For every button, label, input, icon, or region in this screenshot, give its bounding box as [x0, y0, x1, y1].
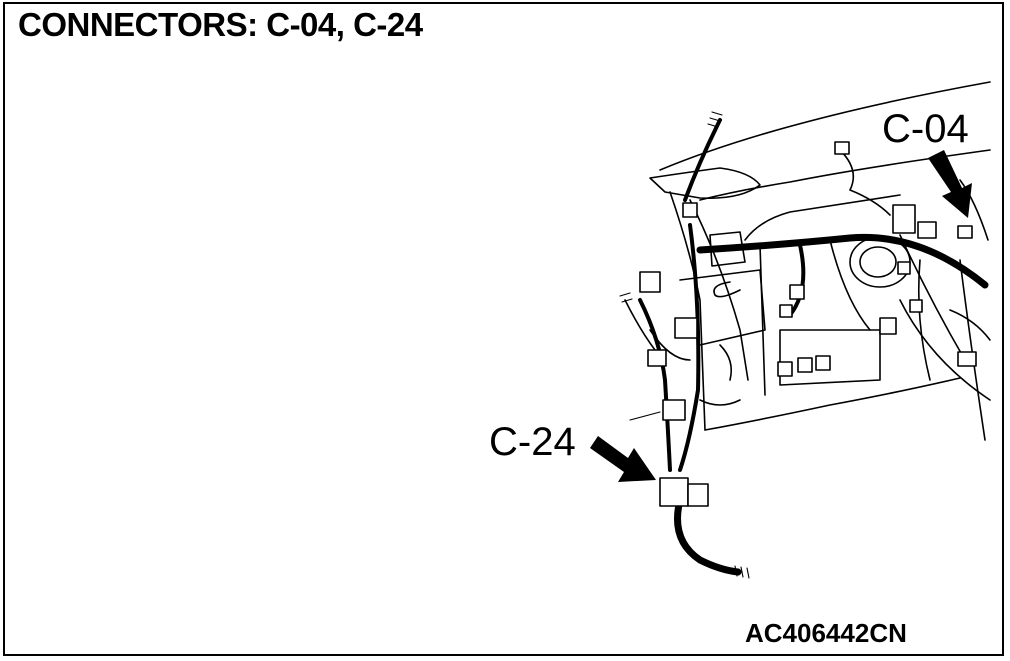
- connector: [834, 141, 850, 155]
- connector: [682, 202, 698, 218]
- connector: [647, 349, 667, 367]
- connector: [957, 351, 977, 367]
- instrument-panel-outline: [649, 81, 991, 431]
- connector: [662, 399, 686, 421]
- callout-c04: C-04: [882, 107, 972, 218]
- connector: [897, 261, 911, 275]
- callout-c04-arrow: [928, 150, 972, 218]
- connector: [674, 317, 698, 339]
- wiring-harness: [619, 111, 989, 579]
- connectors: [639, 141, 977, 507]
- connector: [909, 299, 923, 313]
- diagram-title: CONNECTORS: C-04, C-24: [18, 6, 423, 43]
- connector: [779, 304, 793, 318]
- figure-id: AC406442CN: [745, 618, 907, 648]
- c24-connector: [659, 477, 689, 507]
- connector: [815, 355, 831, 371]
- connector: [777, 361, 793, 377]
- connector: [789, 284, 805, 300]
- connector: [639, 271, 661, 293]
- c24-connector: [687, 483, 709, 507]
- callout-c04-label: C-04: [882, 107, 969, 151]
- connector: [797, 357, 813, 373]
- callout-c24: C-24: [489, 420, 656, 482]
- c04-connector: [917, 221, 937, 239]
- figure-frame: [3, 2, 1004, 656]
- connector: [957, 225, 973, 239]
- connector: [879, 317, 897, 335]
- callout-c24-arrow: [590, 436, 656, 482]
- c04-connector: [892, 204, 916, 234]
- callout-c24-label: C-24: [489, 420, 576, 464]
